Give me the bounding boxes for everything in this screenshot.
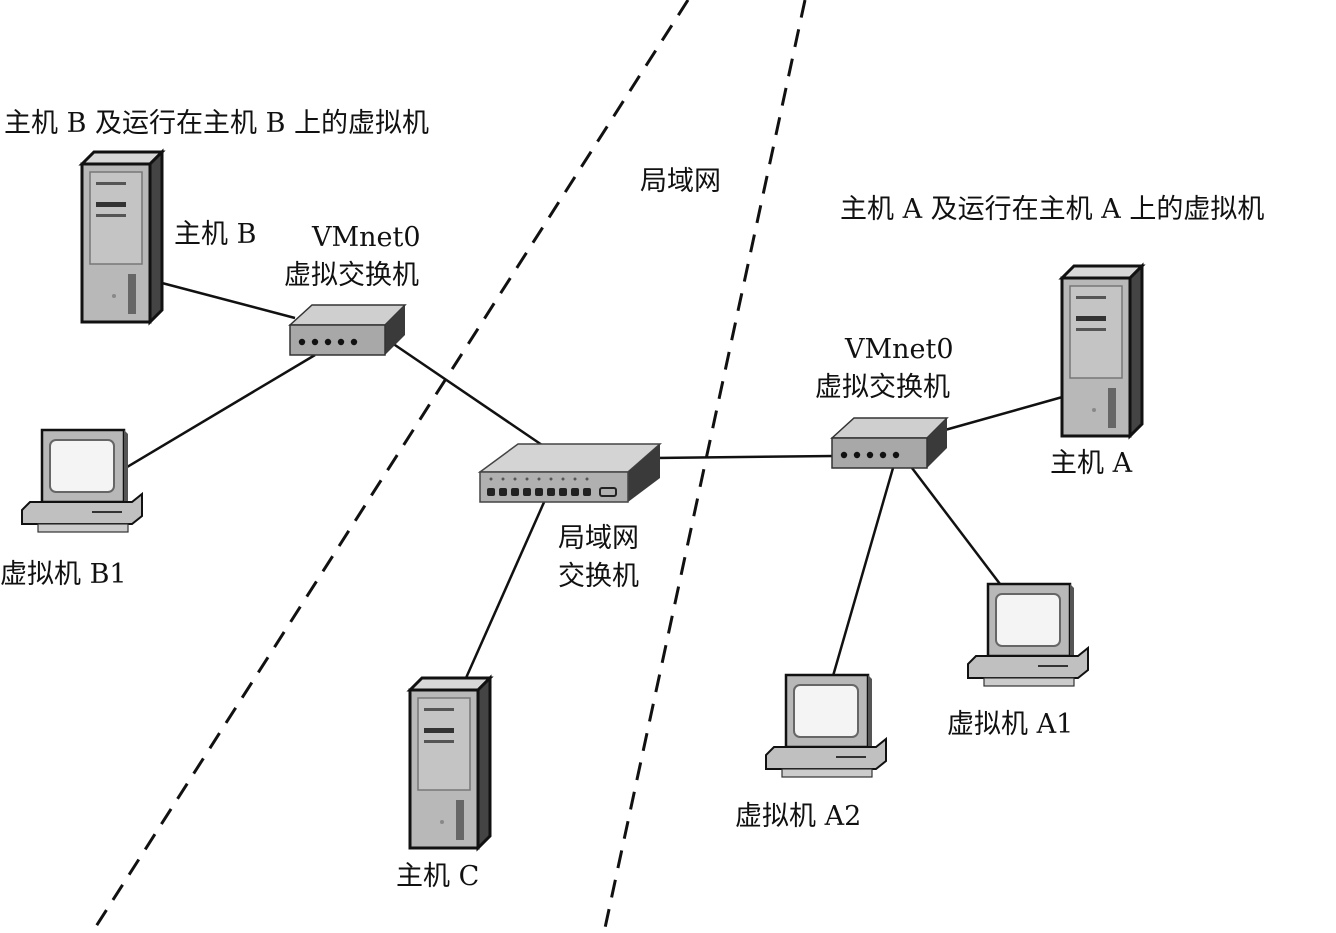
lan-switch-label-1: 局域网 xyxy=(558,523,639,554)
links xyxy=(121,281,1067,679)
vm-b1-label: 虚拟机 B1 xyxy=(0,559,127,590)
server-icon-host-c xyxy=(408,676,492,850)
pc-icon-vm-b1 xyxy=(20,428,144,534)
host-a-label: 主机 A xyxy=(1050,448,1133,479)
server-icon-host-b xyxy=(80,150,164,324)
link-vmneta-vma2 xyxy=(831,467,895,677)
switch-icon-vmnet-b xyxy=(289,304,406,356)
link-lanswitch-vmneta xyxy=(654,454,835,460)
vm-a2-label: 虚拟机 A2 xyxy=(735,801,861,832)
link-lanswitch-hostc xyxy=(464,499,547,679)
vmnet-a-name: VMnet0 xyxy=(844,334,954,365)
link-vmneta-hosta xyxy=(944,394,1067,432)
host-c-label: 主机 C xyxy=(396,861,479,892)
lan-boundary-left xyxy=(93,0,690,929)
server-icon-host-a xyxy=(1060,264,1144,438)
switch-icon-lan xyxy=(477,443,662,503)
link-vmnetb-lanswitch xyxy=(391,341,543,447)
vmnet-a-desc: 虚拟交换机 xyxy=(815,372,950,403)
lan-label: 局域网 xyxy=(640,166,721,197)
link-vmneta-vma1 xyxy=(911,467,1001,585)
vm-a1-label: 虚拟机 A1 xyxy=(947,709,1073,740)
lan-boundary-right xyxy=(603,0,807,929)
pc-icon-vm-a1 xyxy=(966,582,1090,688)
link-hostb-vmnetb xyxy=(161,281,296,320)
link-vmnetb-vmb1 xyxy=(121,353,316,472)
host-a-group-label: 主机 A 及运行在主机 A 上的虚拟机 xyxy=(840,194,1264,225)
switch-icon-vmnet-a xyxy=(831,417,948,469)
host-b-group-label: 主机 B 及运行在主机 B 上的虚拟机 xyxy=(4,108,429,139)
pc-icon-vm-a2 xyxy=(764,673,888,779)
host-b-label: 主机 B xyxy=(174,219,256,250)
lan-switch-label-2: 交换机 xyxy=(558,561,639,592)
vmnet-b-desc: 虚拟交换机 xyxy=(284,260,419,291)
vmnet-b-name: VMnet0 xyxy=(311,222,421,253)
